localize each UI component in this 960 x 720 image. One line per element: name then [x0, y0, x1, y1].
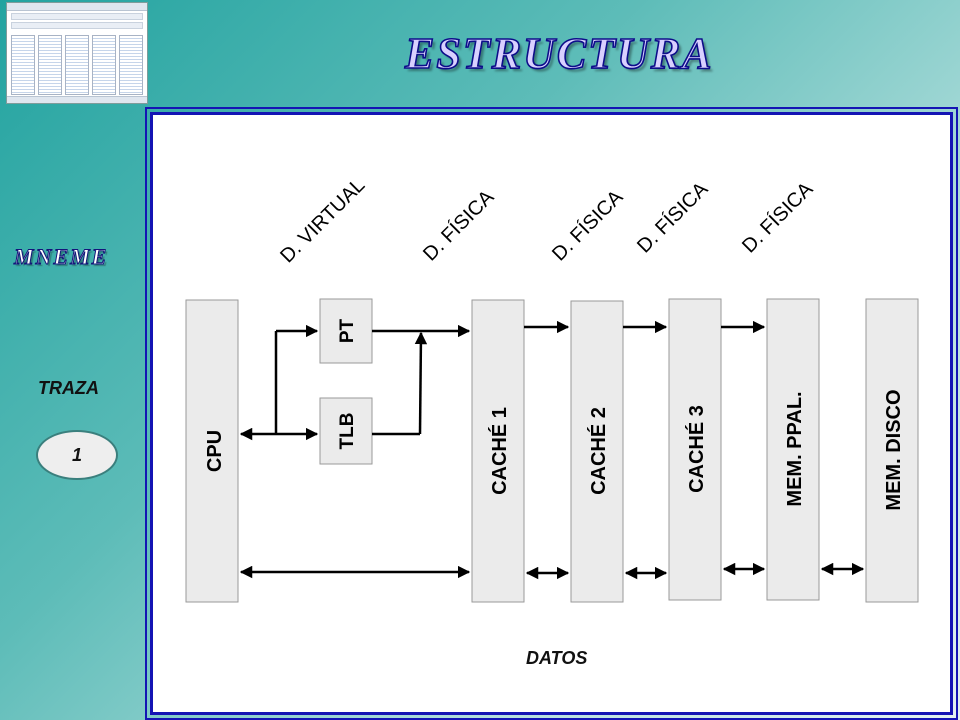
thumbnail-column: [92, 35, 116, 95]
cpu-label: CPU: [204, 430, 226, 472]
thumbnail-statusbar: [7, 96, 147, 103]
brand-logo: MNEME: [13, 244, 109, 270]
block-cache-3: CACHÉ 3: [668, 298, 722, 601]
block-pt: PT: [319, 298, 373, 364]
block-cpu: CPU: [185, 299, 239, 603]
thumbnail-column: [11, 35, 35, 95]
address-label-physical-2: D. FÍSICA: [547, 185, 627, 265]
pt-label: PT: [337, 318, 358, 343]
data-connectors: [239, 562, 865, 580]
thumbnail-columns: [11, 35, 143, 95]
address-label-physical-4: D. FÍSICA: [737, 177, 817, 257]
mem-disco-label: MEM. DISCO: [883, 389, 905, 510]
data-bus-label: DATOS: [526, 648, 588, 668]
thumbnail-column: [38, 35, 62, 95]
block-cache-2: CACHÉ 2: [570, 300, 624, 603]
trace-number-badge: 1: [36, 430, 118, 480]
address-label-physical-3: D. FÍSICA: [632, 177, 712, 257]
address-connectors: [239, 320, 766, 441]
thumbnail-toolbar: [11, 22, 143, 29]
block-mem-disco: MEM. DISCO: [865, 298, 919, 603]
mem-ppal-label: MEM. PPAL.: [784, 391, 806, 506]
thumbnail-column: [65, 35, 89, 95]
trace-label: TRAZA: [38, 378, 99, 398]
app-thumbnail: [6, 2, 148, 104]
thumbnail-toolbar: [11, 13, 143, 20]
address-label-virtual: D. VIRTUAL: [276, 174, 369, 267]
connector-tlb-up: [414, 331, 428, 435]
thumbnail-column: [119, 35, 143, 95]
block-mem-ppal: MEM. PPAL.: [766, 298, 820, 601]
address-label-physical-1: D. FÍSICA: [418, 185, 498, 265]
block-tlb: TLB: [319, 397, 373, 465]
block-cache-1: CACHÉ 1: [471, 299, 525, 603]
tlb-label: TLB: [337, 413, 358, 450]
cache-2-label: CACHÉ 2: [587, 407, 610, 495]
cache-3-label: CACHÉ 3: [685, 405, 708, 493]
cache-1-label: CACHÉ 1: [488, 407, 511, 495]
thumbnail-titlebar: [7, 3, 147, 11]
page-title: ESTRUCTURA: [404, 28, 714, 79]
